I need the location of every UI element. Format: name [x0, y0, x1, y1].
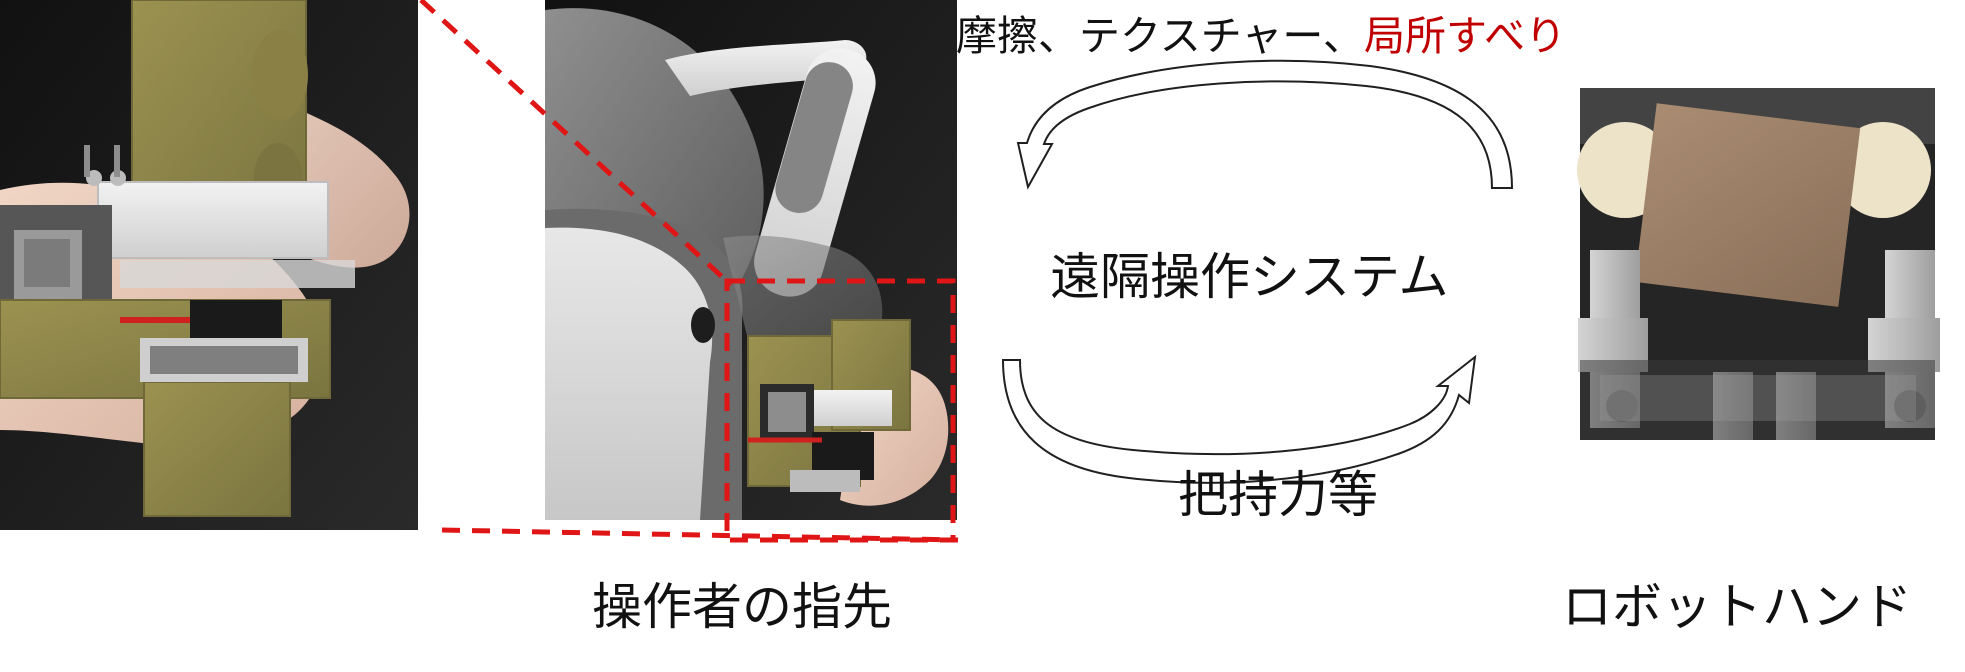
- right-photo: [1577, 88, 1940, 440]
- robot-hand-label: ロボットハンド: [1562, 578, 1912, 636]
- dashed-focus-box: [724, 278, 956, 543]
- middle-photo: [545, 0, 957, 520]
- grip-force-label: 把持力等: [1178, 466, 1378, 524]
- lower-feedback-arrow: [1001, 354, 1477, 484]
- zoom-guides: [419, 0, 959, 543]
- upper-feedback-arrow: [1016, 59, 1514, 190]
- top-feedback-prefix: 摩擦、テクスチャー、: [956, 12, 1364, 60]
- top-feedback-label: 摩擦、テクスチャー、局所すべり: [956, 16, 1566, 57]
- dashed-line-top: [419, 0, 733, 287]
- dashed-line-bottom: [441, 527, 959, 543]
- top-feedback-highlight: 局所すべり: [1363, 12, 1567, 60]
- feedback-arrows: [1001, 59, 1514, 484]
- left-photo: [0, 0, 418, 530]
- operator-fingertip-label: 操作者の指先: [592, 578, 892, 636]
- system-label: 遠隔操作システム: [1050, 248, 1449, 306]
